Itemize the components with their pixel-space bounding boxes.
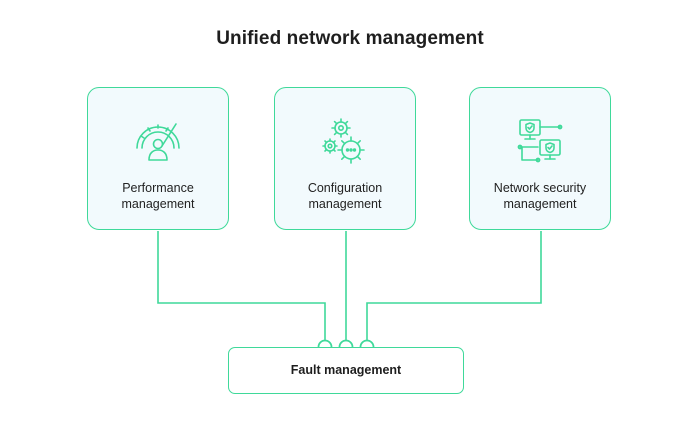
diagram-title: Unified network management xyxy=(216,28,484,49)
node-configuration-management: Configuration management xyxy=(274,87,416,230)
edge-security-fault xyxy=(366,231,542,340)
node-label: Performance management xyxy=(121,181,195,211)
node-label: Configuration management xyxy=(307,181,383,211)
edge-performance-fault xyxy=(157,231,326,340)
node-fault-management: Fault management xyxy=(228,347,464,394)
node-performance-management: Performance management xyxy=(87,87,229,230)
node-label: Fault management xyxy=(290,363,402,377)
node-network-security-management: Network security management xyxy=(469,87,611,230)
speedometer-user-icon xyxy=(136,123,180,161)
node-label: Network security management xyxy=(493,181,587,211)
gears-icon xyxy=(322,118,365,164)
network-shield-icon xyxy=(517,119,563,163)
